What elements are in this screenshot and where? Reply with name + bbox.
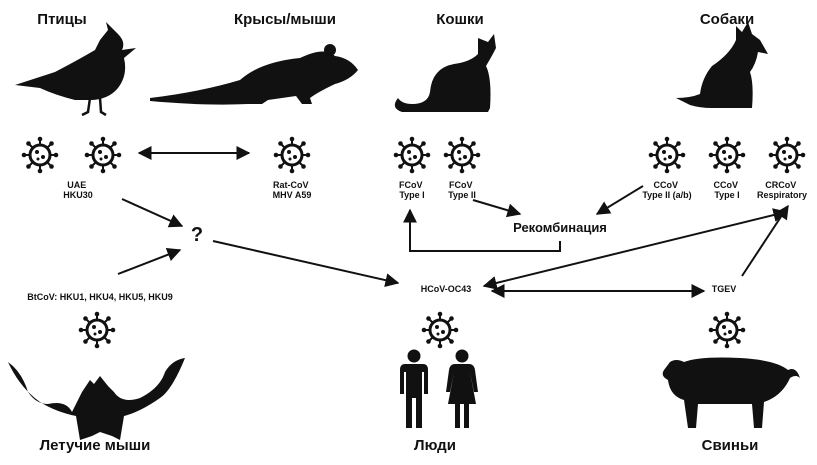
arrow-fcov2-to-recombination — [472, 199, 522, 218]
bird-icon — [15, 22, 136, 117]
virus-icon-crcov — [767, 135, 807, 175]
arrow-unknown-to-hcov — [212, 240, 400, 288]
virus-icon-uae — [20, 135, 60, 175]
woman-icon — [446, 349, 478, 428]
unknown-origin-mark: ? — [191, 224, 203, 246]
virus-icon-rat — [272, 135, 312, 175]
label-fcov-type2: FCoV Type II — [448, 180, 476, 200]
man-icon — [400, 349, 428, 428]
title-humans: Люди — [414, 437, 456, 454]
title-bats: Летучие мыши — [40, 437, 151, 454]
title-pigs: Свиньи — [702, 437, 759, 454]
virus-icon-hku30 — [83, 135, 123, 175]
label-uae: UAE HKU30 — [63, 180, 93, 200]
label-btcov: BtCoV: HKU1, HKU4, HKU5, HKU9 — [27, 292, 173, 302]
label-hcov-oc43: HCoV-OC43 — [421, 284, 472, 294]
label-ccov-type2: CCoV Type II (a/b) — [642, 180, 691, 200]
dog-icon — [676, 22, 768, 108]
title-cats: Кошки — [436, 11, 484, 28]
arrow-btcov-to-unknown — [117, 248, 182, 275]
rat-icon — [150, 44, 358, 105]
pig-icon — [662, 357, 800, 428]
virus-icon-ccov1 — [707, 135, 747, 175]
title-rats: Крысы/мыши — [234, 11, 336, 28]
label-fcov-type1: FCoV Type I — [399, 180, 425, 200]
virus-icon-bat — [77, 310, 117, 350]
bat-icon — [8, 358, 185, 440]
label-crcov: CRCoV Respiratory — [757, 180, 807, 200]
label-tgev: TGEV — [712, 284, 737, 294]
arrow-ccov2-to-recombination — [595, 185, 644, 215]
arrow-uae-to-unknown — [121, 198, 184, 228]
label-recombination: Рекомбинация — [513, 220, 607, 235]
label-rat-cov: Rat-CoV MHV A59 — [273, 180, 312, 200]
virus-icon-pig — [707, 310, 747, 350]
virus-icon-fcov2 — [442, 135, 482, 175]
label-ccov-type1: CCoV Type I — [713, 180, 740, 200]
cat-icon — [394, 34, 496, 112]
virus-icon-fcov1 — [392, 135, 432, 175]
title-dogs: Собаки — [700, 11, 754, 28]
arrow-hcov-crcov — [482, 208, 788, 290]
title-birds: Птицы — [37, 11, 86, 28]
arrow-crcov-tgev — [741, 204, 789, 277]
virus-icon-ccov2 — [647, 135, 687, 175]
virus-icon-human — [420, 310, 460, 350]
